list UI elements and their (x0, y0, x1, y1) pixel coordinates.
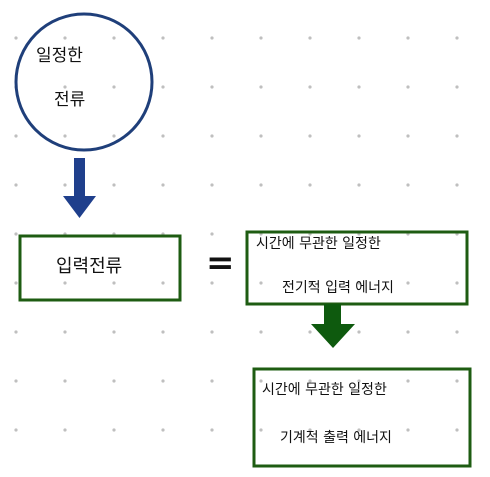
grid-dot (210, 36, 214, 40)
grid-dot (161, 379, 165, 383)
output-energy-line2: 기계적 출력 에너지 (280, 430, 392, 446)
grid-dot (112, 330, 116, 334)
grid-dot (308, 281, 312, 285)
blue-down-arrow (63, 158, 96, 218)
grid-dot (406, 379, 410, 383)
grid-dot (63, 281, 67, 285)
grid-dot (406, 36, 410, 40)
grid-dot (210, 85, 214, 89)
grid-dot (112, 36, 116, 40)
grid-dot (210, 428, 214, 432)
grid-dot (161, 428, 165, 432)
grid-dot (210, 232, 214, 236)
grid-dot (259, 183, 263, 187)
grid-dot (14, 428, 18, 432)
grid-dot (63, 134, 67, 138)
input-definition-line1: 시간에 무관한 일정한 (256, 236, 381, 252)
grid-dot (63, 36, 67, 40)
grid-dot (112, 183, 116, 187)
equals-sign: = (206, 243, 235, 283)
grid-dot (406, 85, 410, 89)
constant-current-label-line2: 전류 (54, 90, 86, 110)
grid-dot (112, 134, 116, 138)
grid-dot (63, 379, 67, 383)
grid-dot (406, 330, 410, 334)
grid-dot (308, 330, 312, 334)
grid-dot (210, 330, 214, 334)
grid-dot (161, 85, 165, 89)
grid-dot (14, 379, 18, 383)
grid-dot (14, 36, 18, 40)
grid-dot (308, 85, 312, 89)
grid-dot (161, 281, 165, 285)
grid-dot (455, 281, 459, 285)
input-definition-line2: 전기적 입력 에너지 (282, 280, 394, 296)
output-energy-line1: 시간에 무관한 일정한 (262, 382, 387, 398)
grid-dot (63, 428, 67, 432)
grid-dot (357, 281, 361, 285)
grid-dot (112, 281, 116, 285)
grid-dot (14, 183, 18, 187)
grid-dot (455, 330, 459, 334)
grid-dot (259, 379, 263, 383)
grid-dot (259, 134, 263, 138)
green-down-arrow (311, 304, 355, 348)
grid-dot (14, 232, 18, 236)
grid-dot (259, 36, 263, 40)
grid-dot (357, 85, 361, 89)
grid-dot (455, 183, 459, 187)
grid-dot (357, 379, 361, 383)
grid-dot (406, 281, 410, 285)
grid-dot (259, 428, 263, 432)
grid-dot (210, 134, 214, 138)
grid-dot (161, 183, 165, 187)
grid-dot (210, 379, 214, 383)
grid-dot (308, 134, 312, 138)
grid-dot (259, 85, 263, 89)
grid-dot (357, 134, 361, 138)
grid-dot (357, 428, 361, 432)
grid-dot (259, 330, 263, 334)
constant-current-label-line1: 일정한 (36, 46, 83, 66)
grid-dot (161, 36, 165, 40)
grid-dot (455, 85, 459, 89)
grid-dot (357, 183, 361, 187)
constant-current-circle (14, 12, 154, 152)
grid-dot (259, 281, 263, 285)
grid-dot (308, 36, 312, 40)
input-current-box (18, 234, 182, 302)
grid-dot (14, 134, 18, 138)
grid-dot (210, 281, 214, 285)
input-definition-box (245, 230, 469, 306)
grid-dot (455, 134, 459, 138)
dot-grid (14, 36, 459, 432)
grid-dot (112, 379, 116, 383)
grid-dot (406, 183, 410, 187)
grid-dot (455, 428, 459, 432)
grid-dot (406, 134, 410, 138)
grid-dot (63, 330, 67, 334)
output-energy-box (252, 367, 472, 468)
grid-dot (112, 428, 116, 432)
grid-dot (161, 330, 165, 334)
input-current-label: 입력전류 (56, 256, 123, 277)
grid-dot (161, 134, 165, 138)
grid-dot (14, 330, 18, 334)
grid-dot (14, 281, 18, 285)
grid-dot (112, 85, 116, 89)
grid-dot (357, 36, 361, 40)
grid-dot (210, 183, 214, 187)
grid-dot (308, 183, 312, 187)
grid-dot (63, 183, 67, 187)
grid-dot (357, 330, 361, 334)
grid-dot (308, 379, 312, 383)
grid-dot (455, 36, 459, 40)
grid-dot (63, 85, 67, 89)
grid-dot (308, 428, 312, 432)
grid-dot (406, 428, 410, 432)
grid-dot (455, 379, 459, 383)
